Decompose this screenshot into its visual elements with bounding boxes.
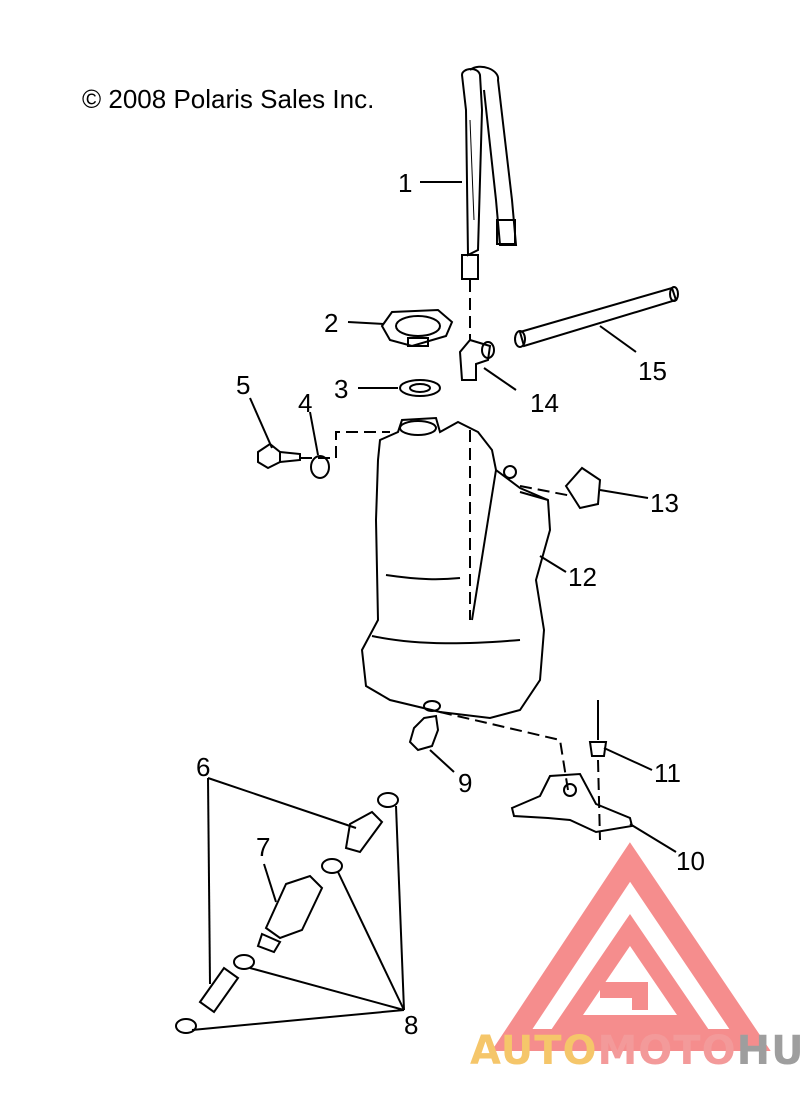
callout-15: 15 (638, 356, 667, 386)
part-3-gasket (399, 379, 441, 397)
part-6-hose-lower (198, 966, 240, 1014)
callout-12: 12 (568, 562, 597, 592)
part-11-screw (588, 700, 608, 757)
callout-14: 14 (530, 388, 559, 418)
part-14-elbow-fitting (458, 338, 495, 381)
callout-7: 7 (256, 832, 270, 862)
part-15-hose (514, 286, 679, 348)
callout-10: 10 (676, 846, 705, 876)
callout-4: 4 (298, 388, 312, 418)
callout-8: 8 (404, 1010, 418, 1040)
part-9-drain-fitting (408, 700, 441, 752)
part-13-bracket (564, 466, 602, 510)
part-8-clamp-c (233, 954, 255, 970)
part-1-vent-hose (460, 65, 518, 280)
part-8-clamp-d (175, 1018, 197, 1034)
leader-lines (191, 181, 677, 1031)
assembly-lines (300, 280, 601, 841)
part-8-clamp-b (321, 858, 343, 874)
callout-13: 13 (650, 488, 679, 518)
watermark-moto: MOTO (597, 1028, 737, 1074)
watermark-text: AUTOMOTOHUB (470, 1028, 800, 1074)
callout-11: 11 (654, 758, 681, 788)
part-8-clamp-a (377, 792, 399, 808)
part-10-mount-bracket (510, 772, 634, 834)
callout-9: 9 (458, 768, 472, 798)
copyright-notice: © 2008 Polaris Sales Inc. (82, 84, 375, 114)
callout-5: 5 (236, 370, 250, 400)
part-7-fuel-filter (256, 874, 324, 954)
callout-3: 3 (334, 374, 348, 404)
callout-2: 2 (324, 308, 338, 338)
part-5-bolt (257, 442, 301, 470)
automotohub-logo (491, 842, 771, 1051)
part-2-filler-cap (380, 308, 454, 348)
callouts: 1 2 3 4 5 6 7 8 9 10 11 12 13 14 15 (196, 168, 705, 1040)
part-12-reservoir-tank (360, 416, 552, 720)
part-6-hose-upper (344, 810, 384, 854)
watermark-auto: AUTO (470, 1028, 598, 1074)
part-4-washer (310, 455, 330, 479)
callout-1: 1 (398, 168, 412, 198)
callout-6: 6 (196, 752, 210, 782)
watermark-hub: HUB (736, 1028, 800, 1074)
